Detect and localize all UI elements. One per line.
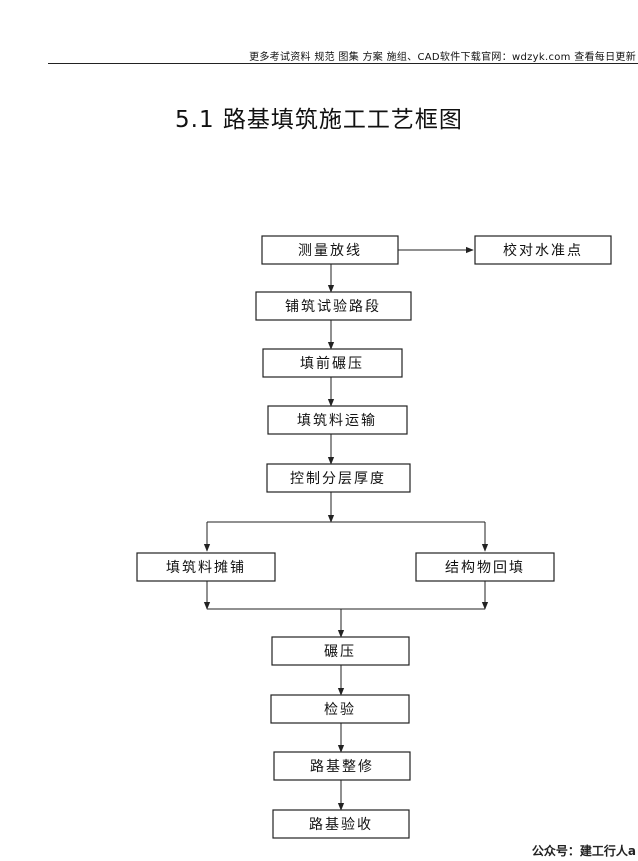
header-text: 更多考试资料 规范 图集 方案 施组、CAD软件下载官网：wdzyk.com 查… (249, 52, 636, 63)
node-label: 控制分层厚度 (290, 471, 386, 487)
flow-node-n7: 填筑料摊铺 (136, 552, 276, 582)
node-label: 检验 (324, 702, 356, 718)
flow-node-n9: 碾压 (271, 636, 410, 666)
flow-node-n6: 控制分层厚度 (266, 463, 411, 493)
node-label: 结构物回填 (445, 560, 525, 576)
node-label: 填前碾压 (300, 355, 364, 372)
flow-node-n2: 校对水准点 (474, 235, 612, 265)
flow-node-n3: 铺筑试验路段 (255, 291, 412, 321)
flow-node-n1: 测量放线 (261, 235, 399, 265)
flow-node-n11: 路基整修 (273, 751, 411, 781)
header-divider (48, 63, 638, 64)
footer-watermark-text: 公众号：建工行人a (531, 844, 636, 858)
node-label: 校对水准点 (503, 242, 583, 259)
flow-node-n5: 填筑料运输 (267, 405, 408, 435)
node-label: 铺筑试验路段 (285, 299, 381, 315)
flow-edges (203, 246, 489, 811)
page-title: 5.1 路基填筑施工工艺框图 (175, 107, 463, 133)
node-label: 路基整修 (310, 758, 374, 775)
flow-node-n8: 结构物回填 (415, 552, 555, 582)
node-label: 路基验收 (309, 816, 373, 833)
node-label: 测量放线 (298, 243, 362, 259)
node-label: 碾压 (324, 644, 356, 660)
flow-node-n12: 路基验收 (272, 809, 410, 839)
flow-node-n4: 填前碾压 (262, 348, 403, 378)
flow-node-n10: 检验 (270, 694, 410, 724)
node-label: 填筑料运输 (297, 413, 377, 429)
node-label: 填筑料摊铺 (166, 560, 246, 576)
